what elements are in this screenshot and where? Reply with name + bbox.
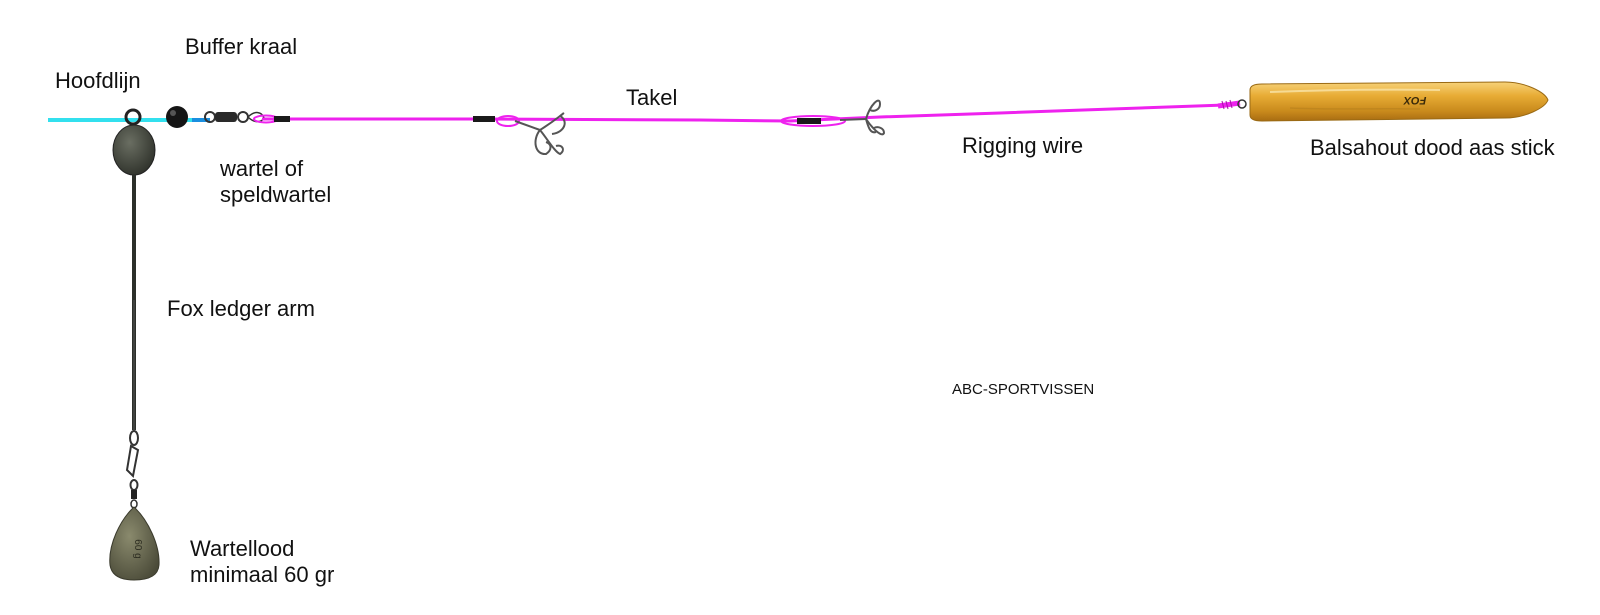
label-main-line: Hoofdlijn — [55, 68, 141, 93]
label-swivel: wartel of speldwartel — [220, 156, 331, 208]
label-buffer-bead: Buffer kraal — [185, 34, 298, 59]
label-swivel-line1: wartel of — [220, 156, 304, 181]
ledger-boom-body-icon — [112, 124, 156, 176]
label-float-stick: Balsahout dood aas stick — [1310, 135, 1555, 160]
buffer-bead-icon — [166, 106, 188, 128]
snap-swivel-icon — [125, 430, 140, 509]
watermark: ABC-SPORTVISSEN — [952, 381, 1095, 398]
crimp-icon — [274, 116, 290, 122]
stick-brand: FOX — [1403, 94, 1426, 106]
label-weight-line2: minimaal 60 gr — [190, 562, 335, 587]
treble-hook-2-icon — [780, 99, 886, 136]
weight-mark: 60 g — [132, 539, 143, 558]
label-rigging-wire: Rigging wire — [962, 133, 1084, 158]
balsa-stick-icon: FOX — [1249, 81, 1549, 122]
label-swivel-line2: speldwartel — [220, 182, 332, 207]
wire-wrap-icon — [1217, 99, 1247, 110]
rig-wire — [262, 103, 1226, 123]
label-trace: Takel — [626, 85, 678, 110]
treble-hook-1-icon — [473, 112, 566, 156]
lead-weight-icon: 60 g — [109, 506, 160, 581]
label-weight: Wartellood minimaal 60 gr — [190, 536, 334, 588]
label-ledger-arm: Fox ledger arm — [167, 296, 315, 321]
label-weight-line1: Wartellood — [190, 536, 295, 561]
boom-ring-icon — [124, 108, 142, 126]
